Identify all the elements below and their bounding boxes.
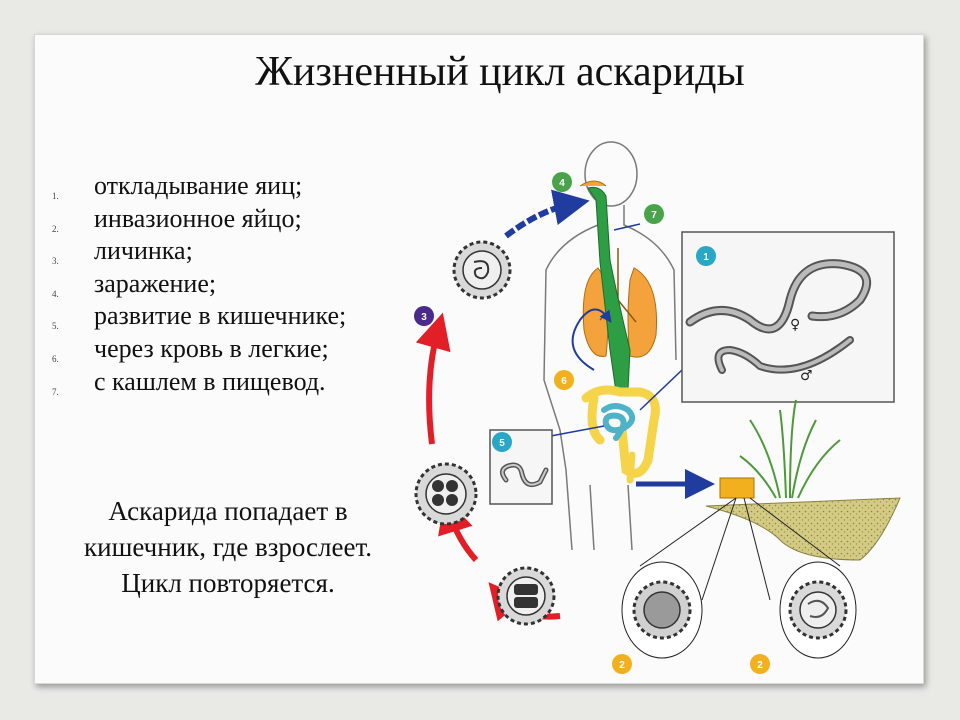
list-number: 6. — [52, 353, 59, 364]
svg-text:5: 5 — [499, 438, 505, 449]
note-line: Цикл повторяется. — [121, 568, 335, 598]
cycle-arrow-blue — [504, 189, 590, 239]
badge-1: 1 — [696, 246, 716, 266]
cycle-arrow-red — [415, 312, 451, 445]
slide-title: Жизненный цикл аскариды — [255, 49, 745, 95]
svg-text:2: 2 — [757, 660, 763, 671]
connector-line — [613, 223, 641, 231]
badge-2: 2 — [612, 654, 632, 674]
connector-line — [639, 369, 683, 411]
badge-2: 2 — [750, 654, 770, 674]
egg-morula — [414, 462, 478, 526]
list-number: 4. — [52, 288, 59, 299]
badge-5: 5 — [492, 432, 512, 452]
list-number: 7. — [52, 386, 59, 397]
list-text: личинка; — [94, 236, 193, 266]
list-text: с кашлем в пищевод. — [94, 366, 326, 396]
list-text: заражение; — [94, 268, 217, 298]
svg-text:3: 3 — [421, 312, 427, 323]
badge-7: 7 — [644, 204, 664, 224]
svg-text:4: 4 — [559, 178, 565, 189]
soil-with-grass — [705, 399, 901, 561]
egg-larva — [452, 240, 512, 300]
human-body — [543, 141, 677, 551]
svg-text:1: 1 — [703, 252, 709, 263]
badge-4: 4 — [552, 172, 572, 192]
blood-path — [571, 308, 612, 371]
male-symbol: ♂ — [800, 368, 813, 384]
list-text: через кровь в легкие; — [94, 333, 329, 363]
list-text: развитие в кишечнике; — [94, 301, 347, 331]
list-text: откладывание яиц; — [94, 171, 303, 200]
svg-text:7: 7 — [651, 210, 657, 221]
note-line: кишечник, где взрослеет. — [84, 532, 372, 562]
list-number: 3. — [52, 256, 59, 267]
egg-callouts — [621, 497, 857, 659]
list-number: 2. — [52, 223, 59, 234]
adult-worms-box: ♀ ♂ — [681, 231, 895, 403]
list-number: 5. — [52, 321, 59, 332]
list-text: инвазионное яйцо; — [94, 203, 302, 233]
list-number: 1. — [52, 191, 59, 201]
badge-3: 3 — [414, 306, 434, 326]
egg-two-cell — [496, 566, 556, 626]
summary-note: Аскарида попадает в кишечник, где взросл… — [58, 493, 398, 601]
note-line: Аскарида попадает в — [108, 496, 348, 526]
female-symbol: ♀ — [790, 317, 800, 333]
intestines — [581, 385, 660, 484]
svg-text:2: 2 — [619, 660, 625, 671]
svg-text:6: 6 — [561, 376, 567, 387]
badge-6: 6 — [554, 370, 574, 390]
